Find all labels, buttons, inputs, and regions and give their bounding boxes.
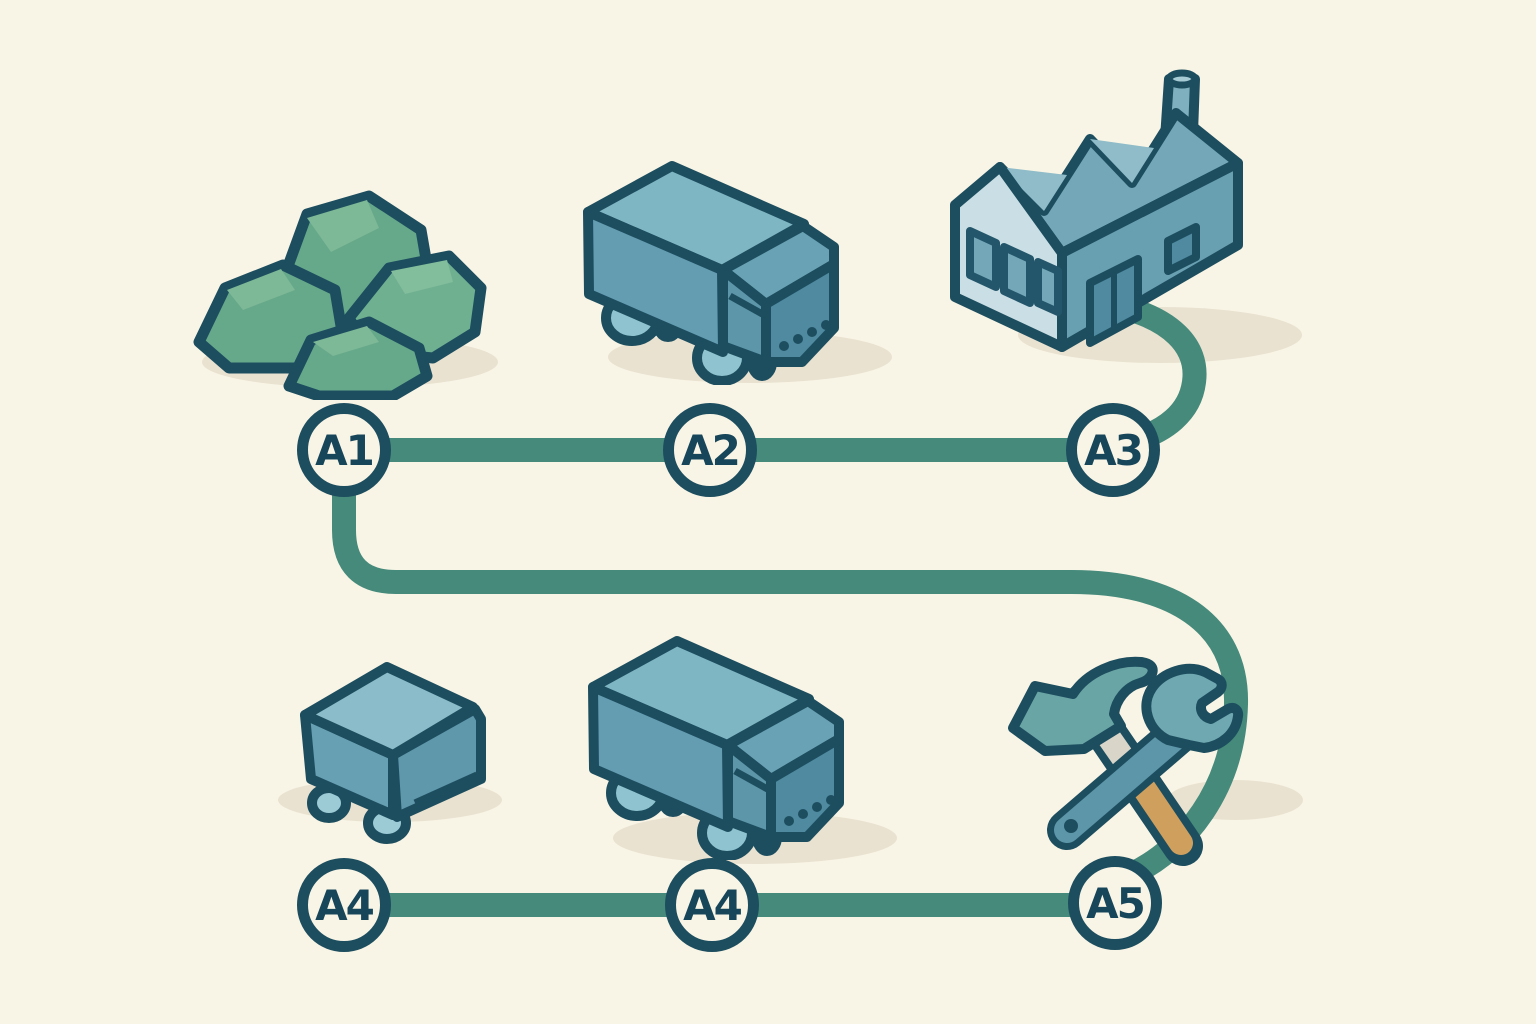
node-a1: A1 xyxy=(297,403,391,497)
node-a4-first-label: A4 xyxy=(315,880,375,930)
path-s-curve xyxy=(332,440,1249,886)
box-truck-icon xyxy=(588,636,844,860)
node-a3-label: A3 xyxy=(1084,425,1144,475)
node-a1-label: A1 xyxy=(315,425,375,475)
node-a4-first: A4 xyxy=(297,858,391,952)
node-a5: A5 xyxy=(1068,856,1162,950)
node-a5-label: A5 xyxy=(1086,878,1146,928)
node-a2-label: A2 xyxy=(681,425,741,475)
wrench xyxy=(1047,663,1244,850)
factory-icon xyxy=(950,69,1243,352)
node-a4-second-label: A4 xyxy=(683,880,743,930)
path-factory-hook xyxy=(1105,294,1207,451)
node-a2: A2 xyxy=(663,403,757,497)
delivery-van-icon xyxy=(300,662,486,844)
raw-materials-rocks-icon xyxy=(193,190,487,400)
box-truck-icon xyxy=(583,161,839,385)
node-a4-second: A4 xyxy=(665,858,759,952)
node-a3: A3 xyxy=(1066,403,1160,497)
hammer-and-wrench-icon xyxy=(1008,656,1244,866)
